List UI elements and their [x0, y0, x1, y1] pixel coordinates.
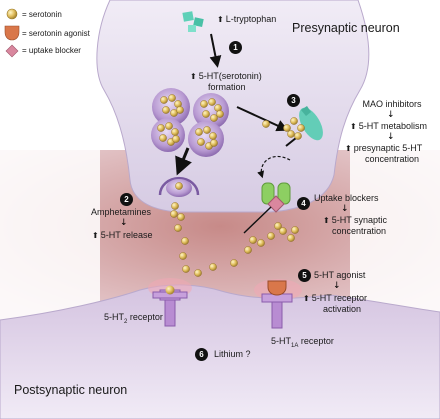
serotonin-molecule — [287, 130, 295, 138]
postsynaptic-title: Postsynaptic neuron — [14, 383, 128, 397]
step-number-5: 5 — [298, 269, 311, 282]
step5-agonist: 5-HT agonist — [314, 270, 366, 280]
step3-presynaptic: presynaptic 5-HT — [345, 143, 423, 153]
serotonin-molecule — [177, 213, 185, 221]
serotonin-molecule — [294, 132, 302, 140]
step1-formation-b: formation — [208, 82, 246, 92]
serotonin-molecule — [257, 239, 265, 247]
step2-release: 5-HT release — [92, 230, 153, 240]
receptor-5ht2-label: 5-HT2 receptor — [104, 312, 163, 325]
blocker-legend-icon — [5, 44, 19, 58]
legend-agonist: = serotonin agonist — [22, 29, 90, 38]
mao-enzyme — [299, 106, 323, 141]
serotonin-molecule — [209, 263, 217, 271]
serotonin-molecule — [267, 232, 275, 240]
step1-tryptophan: L-tryptophan — [217, 14, 277, 24]
serotonin-molecule — [157, 124, 165, 132]
serotonin-molecule — [249, 236, 257, 244]
step2-amphetamines: Amphetamines — [91, 207, 152, 217]
serotonin-molecule — [175, 182, 183, 190]
serotonin-molecule — [170, 109, 178, 117]
serotonin-molecule — [216, 110, 224, 118]
serotonin-molecule — [160, 96, 168, 104]
serotonin-molecules — [157, 94, 305, 277]
legend-blocker: = uptake blocker — [22, 46, 81, 55]
agonist-bound — [267, 280, 287, 296]
presynaptic-title: Presynaptic neuron — [292, 21, 400, 35]
presynaptic-neuron — [96, 0, 370, 213]
serotonin-molecule — [171, 128, 179, 136]
step3-concentration: concentration — [364, 154, 420, 164]
serotonin-molecule — [209, 132, 217, 140]
serotonin-molecule — [197, 138, 205, 146]
serotonin-molecule — [168, 94, 176, 102]
uptake-blocker-marker — [267, 195, 285, 213]
step4-concentration: concentration — [332, 226, 387, 236]
serotonin-molecule — [179, 252, 187, 260]
serotonin-molecule — [159, 134, 167, 142]
serotonin-molecule — [291, 226, 299, 234]
receptor-5ht1a-label: 5-HT1A receptor — [271, 336, 334, 349]
serotonin-molecule — [202, 110, 210, 118]
serotonin-transporter — [261, 182, 291, 205]
serotonin-molecule — [182, 265, 190, 273]
step-number-2: 2 — [120, 193, 133, 206]
serotonin-molecule — [210, 139, 218, 147]
serotonin-molecule — [194, 269, 202, 277]
step4-blockers: Uptake blockers — [314, 193, 379, 203]
serotonin-molecule — [297, 124, 305, 132]
serotonin-molecule — [274, 222, 282, 230]
serotonin-molecule — [195, 128, 203, 136]
step6-lithium: Lithium ? — [214, 349, 251, 359]
fusing-vesicle — [158, 176, 200, 196]
step3-metabolism: 5-HT metabolism — [350, 121, 427, 131]
postsynaptic-neuron — [0, 284, 440, 419]
serotonin-molecule — [287, 234, 295, 242]
step5-activation: activation — [323, 304, 362, 314]
step3-mao: MAO inhibitors — [362, 99, 422, 109]
serotonin-molecule — [170, 210, 178, 218]
serotonin-molecule — [208, 98, 216, 106]
serotonin-molecule — [165, 122, 173, 130]
serotonin-molecule — [210, 114, 218, 122]
agonist-legend-icon — [4, 25, 20, 41]
serotonin-legend-icon — [6, 8, 18, 20]
serotonin-molecule — [230, 259, 238, 267]
step4-synaptic: 5-HT synaptic — [323, 215, 387, 225]
serotonin-molecule — [172, 135, 180, 143]
step-number-1: 1 — [229, 41, 242, 54]
serotonin-molecule — [283, 124, 291, 132]
step-number-3: 3 — [287, 94, 300, 107]
serotonin-molecule — [171, 202, 179, 210]
serotonin-molecule — [200, 100, 208, 108]
step-number-6: 6 — [195, 348, 208, 361]
step5-receptor: 5-HT receptor — [303, 293, 367, 303]
tryptophan-molecules — [182, 11, 204, 32]
serotonin-molecule — [262, 120, 270, 128]
serotonin-molecule — [244, 246, 252, 254]
step1-formation-a: 5-HT(serotonin) — [190, 71, 262, 81]
legend-serotonin: = serotonin — [22, 10, 62, 19]
serotonin-molecule — [203, 126, 211, 134]
serotonin-molecule — [174, 224, 182, 232]
step-number-4: 4 — [297, 197, 310, 210]
serotonin-molecule — [176, 106, 184, 114]
serotonin-molecule — [162, 106, 170, 114]
serotonin-molecule — [181, 237, 189, 245]
serotonin-molecule — [290, 117, 298, 125]
serotonin-molecule — [279, 227, 287, 235]
